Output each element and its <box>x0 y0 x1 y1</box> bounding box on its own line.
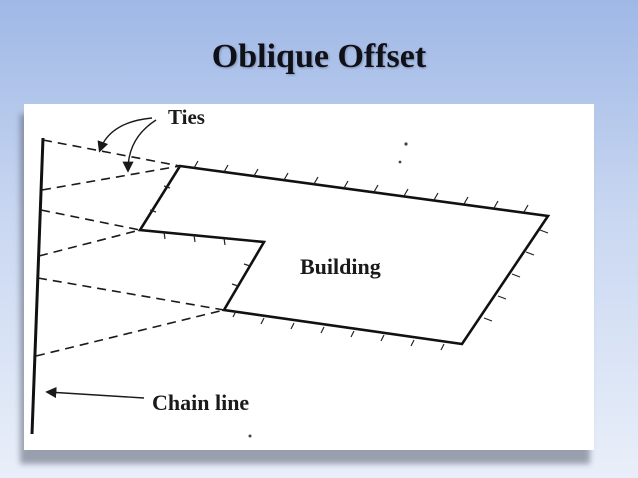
chain-line-label: Chain line <box>152 390 249 415</box>
building-hatching <box>149 160 549 351</box>
chain-line <box>30 137 45 435</box>
figure-frame: Ties Building Chain line <box>24 104 594 450</box>
chain-line-pointer <box>45 386 145 399</box>
ties-label: Ties <box>168 105 205 129</box>
oblique-offset-diagram: Ties Building Chain line <box>30 105 551 438</box>
oblique-offset-lines <box>35 139 225 357</box>
ties-pointer-2 <box>122 119 157 173</box>
slide-title: Oblique Offset <box>211 38 427 75</box>
building-label: Building <box>300 254 381 279</box>
ties-pointer-1 <box>97 117 153 153</box>
scan-specks <box>248 142 408 438</box>
